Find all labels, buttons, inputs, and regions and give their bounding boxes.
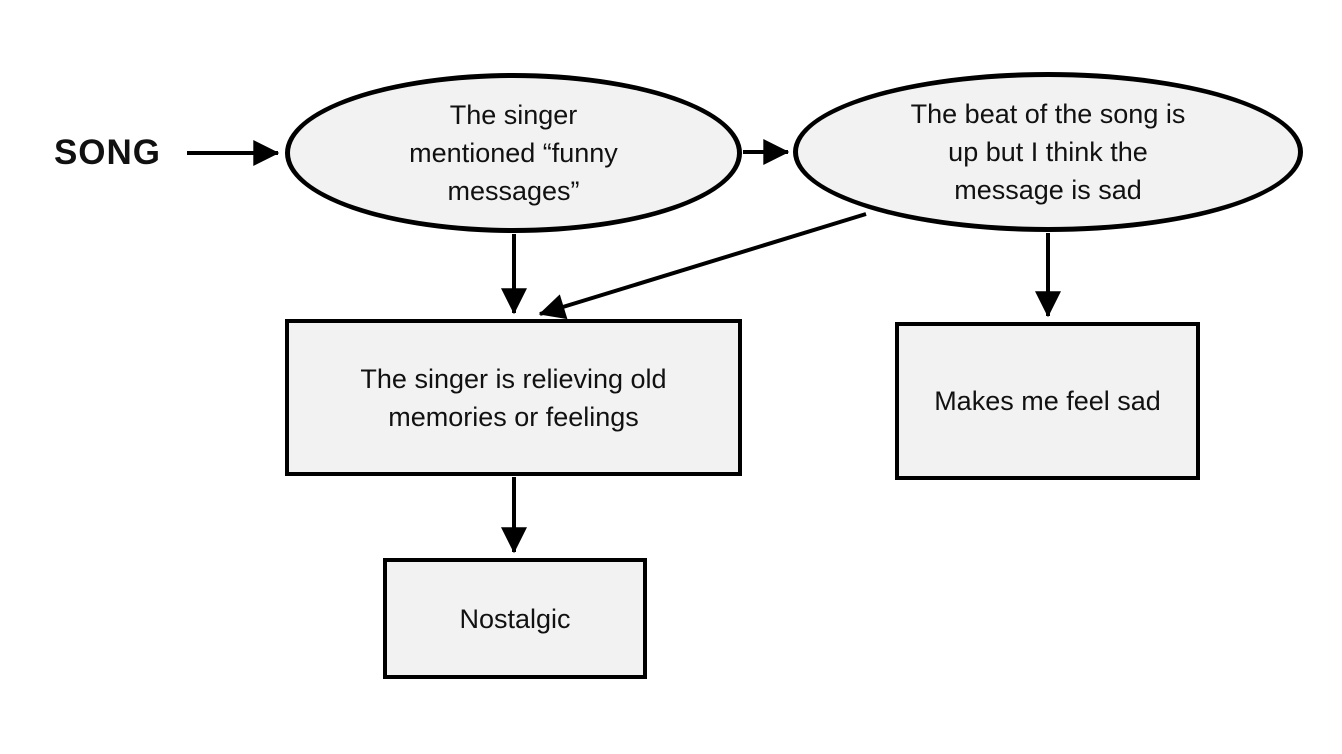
node-makes-me-feel-sad: Makes me feel sad: [895, 322, 1200, 480]
node-beat-up-message-sad-label: The beat of the song is up but I think t…: [910, 99, 1186, 205]
node-relieving-memories: The singer is relieving old memories or …: [285, 319, 742, 476]
node-nostalgic-label: Nostalgic: [459, 603, 571, 634]
node-relieving-memories-label: The singer is relieving old memories or …: [360, 363, 667, 432]
edge-beat-to-memories: [538, 212, 867, 320]
node-makes-me-feel-sad-label: Makes me feel sad: [934, 386, 1161, 416]
node-nostalgic: Nostalgic: [383, 558, 647, 679]
node-funny-messages: The singer mentioned “funny messages”: [285, 73, 742, 233]
song-source-label: SONG: [53, 133, 162, 172]
node-beat-up-message-sad: The beat of the song is up but I think t…: [793, 72, 1303, 232]
node-funny-messages-label: The singer mentioned “funny messages”: [409, 100, 618, 206]
